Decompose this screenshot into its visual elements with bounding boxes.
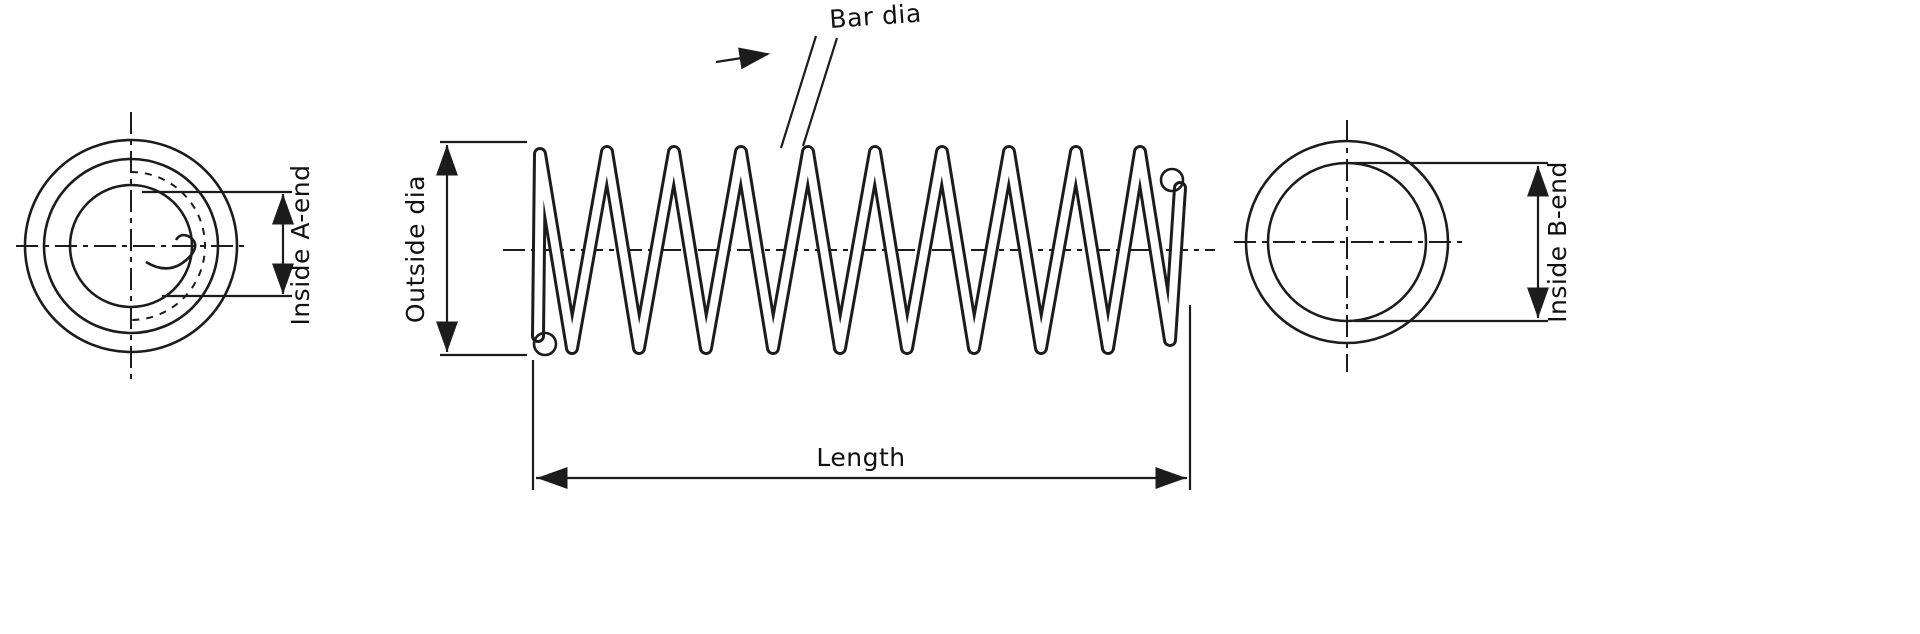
a-end-wire-hook xyxy=(145,233,197,270)
bar-dia-callout: Bar dia xyxy=(715,0,923,149)
inside-b-end-label: Inside B-end xyxy=(1543,161,1572,323)
a-end-hidden-arc xyxy=(130,171,206,321)
bar-dia-leader-left xyxy=(779,35,818,149)
length-label: Length xyxy=(816,443,905,472)
bar-dia-leader-right xyxy=(801,37,839,147)
length-dimension: Length xyxy=(531,305,1192,490)
b-end-inner-coil xyxy=(1266,161,1428,323)
spring-side-view: Outside dia Bar dia Length xyxy=(401,0,1215,490)
inside-a-end-label: Inside A-end xyxy=(286,164,315,325)
spring-coils-inner xyxy=(534,148,1184,352)
inside-a-end-dimension: Inside A-end xyxy=(142,164,315,326)
outside-dia-label: Outside dia xyxy=(401,175,430,323)
a-end-outer-coil xyxy=(23,138,239,354)
wire-end-right xyxy=(1159,167,1185,193)
outside-dia-dimension: Outside dia xyxy=(401,140,527,357)
bar-dia-arrow xyxy=(715,47,771,70)
bar-dia-label: Bar dia xyxy=(828,0,922,34)
b-end-outer-coil xyxy=(1244,139,1450,345)
wire-end-left xyxy=(532,331,558,357)
inside-b-end-dimension: Inside B-end xyxy=(1354,161,1572,323)
a-end-view: Inside A-end xyxy=(16,112,315,384)
a-end-middle-coil xyxy=(42,157,220,335)
b-end-view: Inside B-end xyxy=(1234,120,1572,372)
a-end-inner-coil xyxy=(68,183,194,309)
